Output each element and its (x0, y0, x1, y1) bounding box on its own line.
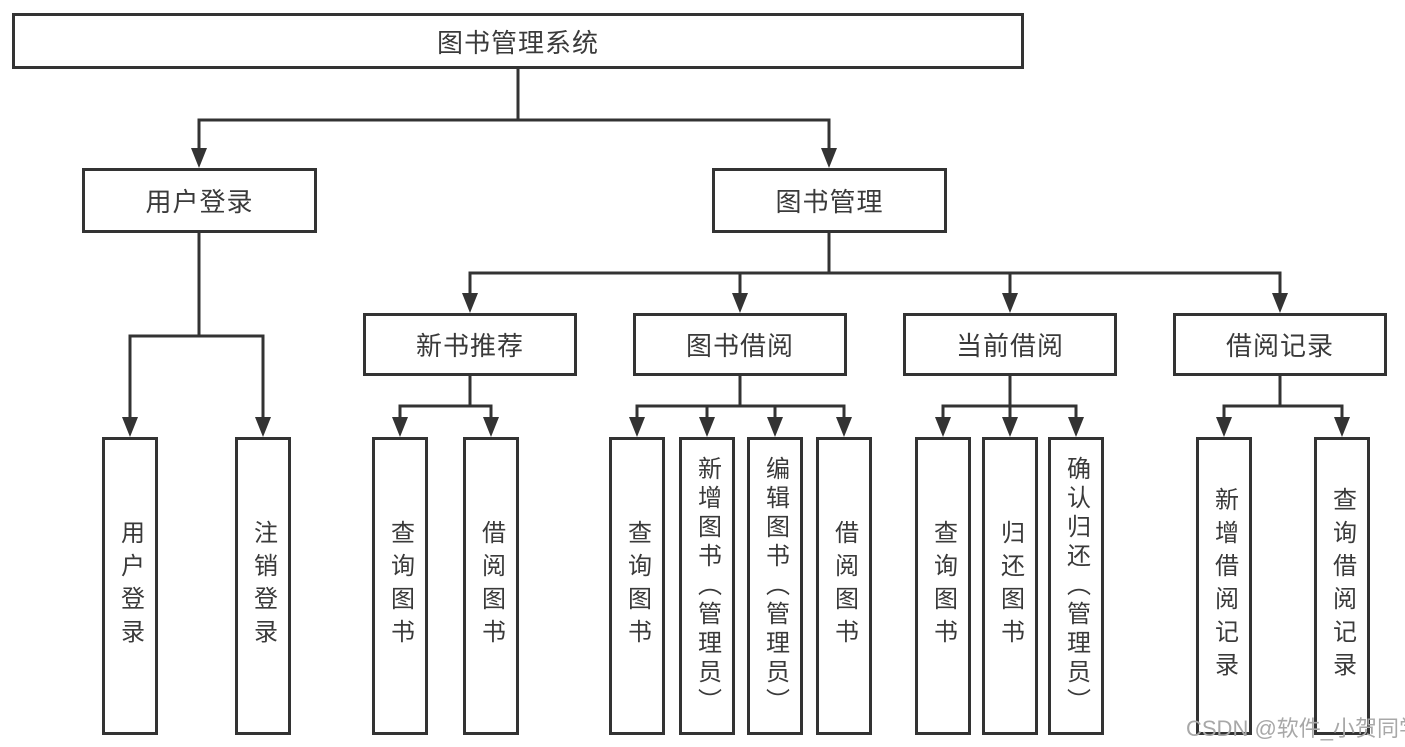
leaf-query-books-current-label: 查询图书 (929, 520, 957, 652)
leaf-borrow-books-recommend-label: 借阅图书 (477, 520, 505, 652)
node-book-management: 图书管理 (712, 168, 947, 233)
leaf-add-books-admin-label: 新增图书（管理员） (693, 455, 721, 717)
leaf-add-books-admin: 新增图书（管理员） (679, 437, 735, 735)
leaf-query-books-borrowing: 查询图书 (609, 437, 665, 735)
node-book-borrowing-label: 图书借阅 (685, 331, 794, 361)
node-user-login: 用户登录 (82, 168, 317, 233)
leaf-borrow-books: 借阅图书 (816, 437, 872, 735)
node-user-login-label: 用户登录 (145, 187, 254, 217)
leaf-confirm-return-admin: 确认归还（管理员） (1048, 437, 1104, 735)
node-root-label: 图书管理系统 (436, 27, 599, 58)
leaf-user-login-label: 用户登录 (116, 520, 144, 652)
leaf-return-books-label: 归还图书 (996, 520, 1024, 652)
leaf-edit-books-admin-label: 编辑图书（管理员） (761, 455, 789, 717)
node-current-borrowing: 当前借阅 (903, 313, 1117, 376)
leaf-borrow-books-label: 借阅图书 (830, 520, 858, 652)
leaf-logout: 注销登录 (235, 437, 291, 735)
leaf-add-borrow-record-label: 新增借阅记录 (1210, 487, 1238, 685)
node-borrowing-records-label: 借阅记录 (1225, 331, 1334, 361)
node-root: 图书管理系统 (12, 13, 1024, 69)
leaf-query-books-borrowing-label: 查询图书 (623, 520, 651, 652)
node-borrowing-records: 借阅记录 (1173, 313, 1387, 376)
leaf-logout-label: 注销登录 (249, 520, 277, 652)
leaf-query-borrow-record: 查询借阅记录 (1314, 437, 1370, 735)
leaf-user-login: 用户登录 (102, 437, 158, 735)
leaf-borrow-books-recommend: 借阅图书 (463, 437, 519, 735)
leaf-return-books: 归还图书 (982, 437, 1038, 735)
csdn-watermark: CSDN @软件_小贺同学 (1186, 716, 1405, 741)
node-book-borrowing: 图书借阅 (633, 313, 847, 376)
node-new-book-recommend-label: 新书推荐 (415, 331, 524, 361)
node-new-book-recommend: 新书推荐 (363, 313, 577, 376)
leaf-query-books-recommend: 查询图书 (372, 437, 428, 735)
leaf-edit-books-admin: 编辑图书（管理员） (747, 437, 803, 735)
leaf-confirm-return-admin-label: 确认归还（管理员） (1062, 455, 1090, 717)
leaf-query-borrow-record-label: 查询借阅记录 (1328, 487, 1356, 685)
leaf-query-books-current: 查询图书 (915, 437, 971, 735)
leaf-query-books-recommend-label: 查询图书 (386, 520, 414, 652)
leaf-add-borrow-record: 新增借阅记录 (1196, 437, 1252, 735)
node-current-borrowing-label: 当前借阅 (955, 331, 1064, 361)
node-book-management-label: 图书管理 (775, 187, 884, 217)
